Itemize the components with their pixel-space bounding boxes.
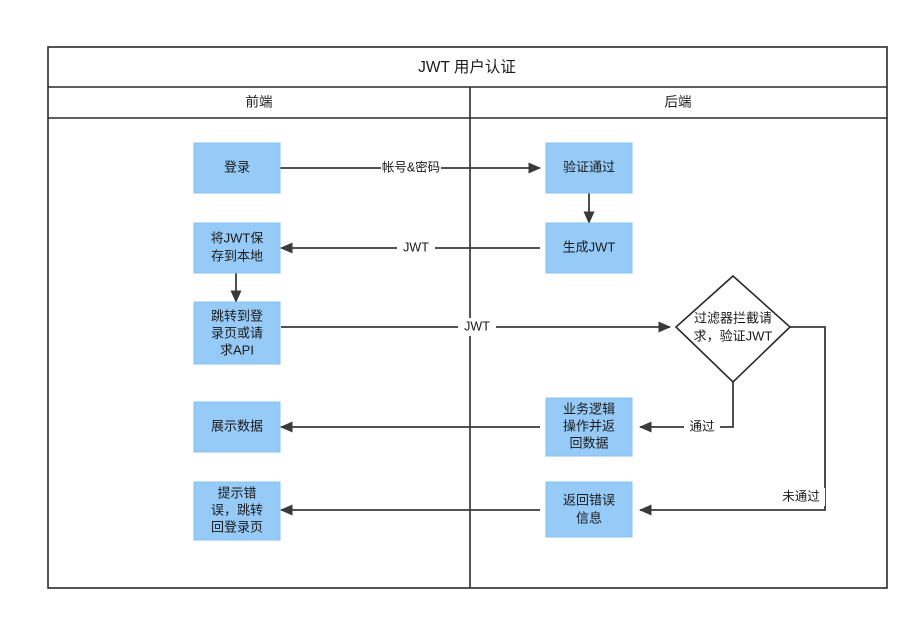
- node-show-data[interactable]: 展示数据: [193, 401, 281, 453]
- node-return-error-label-line1: 返回错误: [563, 492, 615, 507]
- node-show-error[interactable]: 提示错 误，跳转 回登录页: [193, 481, 281, 541]
- node-show-error-label-line1: 提示错: [217, 485, 256, 500]
- edge-label-jwt-2: JWT: [464, 319, 490, 333]
- edge-redirect-to-filter-check: JWT: [281, 318, 672, 336]
- edge-filter-check-to-return-error: 未通过: [638, 326, 826, 516]
- diagram-title: JWT 用户认证: [418, 58, 516, 76]
- node-auth-ok[interactable]: 验证通过: [545, 142, 633, 194]
- node-show-error-label-line2: 误，跳转: [211, 502, 263, 517]
- node-show-error-label-line3: 回登录页: [211, 519, 263, 534]
- node-auth-ok-label: 验证通过: [563, 159, 615, 174]
- node-show-data-label: 展示数据: [211, 418, 263, 433]
- edge-label-jwt-1: JWT: [403, 240, 429, 254]
- node-business-label-line3: 回数据: [569, 435, 608, 450]
- node-filter-check[interactable]: 过滤器拦截请 求，验证JWT: [674, 274, 792, 384]
- node-redirect-label-line1: 跳转到登: [211, 308, 263, 323]
- node-filter-check-label-line2: 求，验证JWT: [694, 328, 773, 343]
- node-business[interactable]: 业务逻辑 操作并返 回数据: [545, 397, 633, 457]
- node-save-jwt[interactable]: 将JWT保 存到本地: [193, 222, 281, 274]
- node-redirect-label-line2: 录页或请: [211, 325, 263, 340]
- node-business-label-line2: 操作并返: [563, 418, 615, 433]
- node-save-jwt-label-line2: 存到本地: [211, 248, 263, 263]
- node-return-error[interactable]: 返回错误 信息: [545, 481, 633, 538]
- node-gen-jwt[interactable]: 生成JWT: [545, 222, 633, 274]
- edge-label-pass: 通过: [689, 419, 715, 433]
- node-login-label: 登录: [224, 159, 250, 174]
- node-redirect[interactable]: 跳转到登 录页或请 求API: [193, 301, 281, 365]
- edge-label-fail: 未通过: [782, 489, 820, 503]
- edge-gen-jwt-to-save-jwt: JWT: [279, 239, 540, 257]
- node-redirect-label-line3: 求API: [220, 342, 254, 357]
- node-filter-check-label-line1: 过滤器拦截请: [694, 310, 772, 325]
- node-business-label-line1: 业务逻辑: [563, 401, 615, 416]
- node-login[interactable]: 登录: [193, 142, 281, 194]
- edge-filter-check-to-business: 通过: [638, 382, 734, 436]
- edge-login-to-auth-ok: 帐号&密码: [280, 159, 542, 177]
- lane-header-frontend: 前端: [246, 94, 273, 110]
- edge-label-account-password: 帐号&密码: [382, 159, 440, 174]
- node-return-error-label-line2: 信息: [576, 510, 602, 525]
- lane-header-backend: 后端: [665, 95, 692, 110]
- node-save-jwt-label-line1: 将JWT保: [211, 230, 264, 245]
- node-gen-jwt-label: 生成JWT: [563, 239, 616, 254]
